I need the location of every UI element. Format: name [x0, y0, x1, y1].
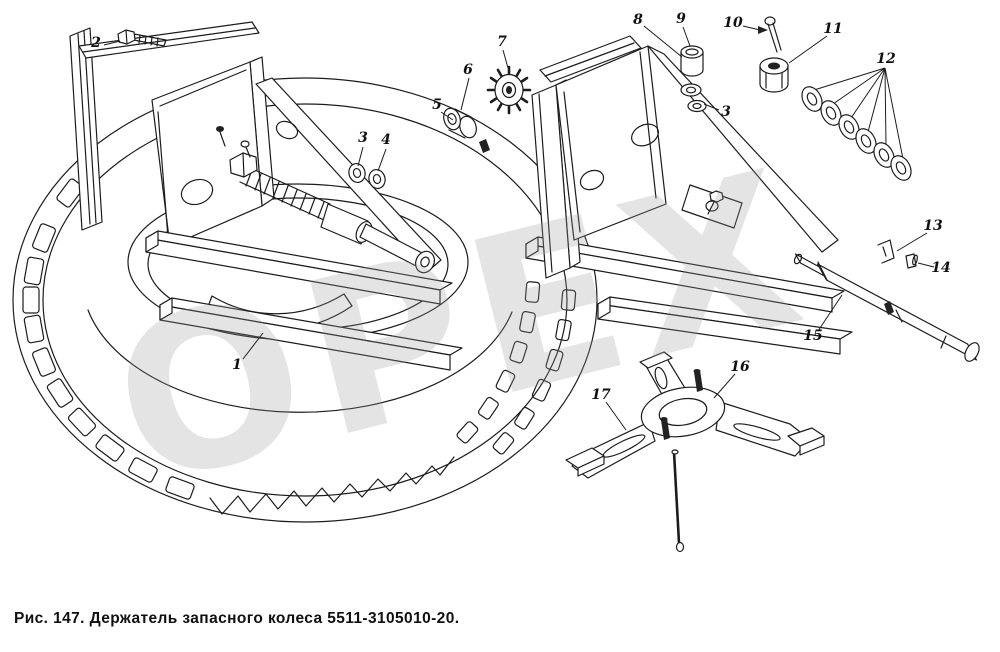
bolt-part-2	[117, 29, 167, 47]
spider-bracket-part-16	[565, 351, 825, 553]
cap-part-9	[680, 45, 707, 113]
arrowhead-10	[758, 26, 768, 34]
part-label-6: 6	[463, 62, 473, 78]
nut-part-11	[759, 57, 789, 93]
part-label-3b: 3	[721, 104, 731, 120]
sprocket-part-7	[486, 65, 532, 115]
part-label-8: 8	[633, 12, 643, 28]
part-label-17: 17	[591, 387, 611, 403]
mounting-beam	[69, 21, 260, 231]
washer-stack-part-12	[801, 67, 912, 181]
leader-lines	[103, 25, 935, 431]
tire-tread-zigzag	[209, 456, 455, 515]
roller-part-6	[443, 107, 490, 153]
pin-part-14	[905, 253, 918, 269]
figure-caption: Рис. 147. Держатель запасного колеса 551…	[14, 610, 459, 627]
pin-part-5	[479, 139, 490, 153]
part-labels: 2 1 3 4 5 6 7 8 9 10 11 12 3 13 14 15 16…	[90, 11, 951, 403]
tire-tread-blocks-left	[22, 178, 195, 500]
part-label-11: 11	[823, 21, 842, 37]
spider-rod	[672, 450, 681, 545]
part-label-3a: 3	[358, 130, 368, 146]
clamp-screw	[229, 140, 435, 274]
part-label-13: 13	[923, 218, 943, 234]
washers-3-4	[348, 162, 386, 190]
clip-part-13	[877, 239, 895, 264]
part-label-14: 14	[931, 260, 950, 276]
cotter-pin-part-10	[764, 16, 782, 53]
part-label-4: 4	[381, 132, 391, 148]
left-bracket-assembly	[145, 56, 463, 371]
part-label-7: 7	[497, 34, 507, 50]
right-bracket-assembly	[525, 35, 853, 355]
part-label-2: 2	[90, 35, 101, 51]
spare-tire-drawing	[12, 77, 598, 523]
part-label-5: 5	[432, 97, 442, 113]
part-label-9: 9	[676, 11, 686, 27]
part-label-1: 1	[232, 357, 242, 373]
part-label-10: 10	[723, 15, 743, 31]
tire-tread-blocks-right	[456, 281, 577, 455]
part-label-12: 12	[876, 51, 896, 67]
part-label-16: 16	[730, 359, 750, 375]
shaft-part-15	[793, 253, 980, 362]
part-label-15: 15	[803, 328, 822, 344]
